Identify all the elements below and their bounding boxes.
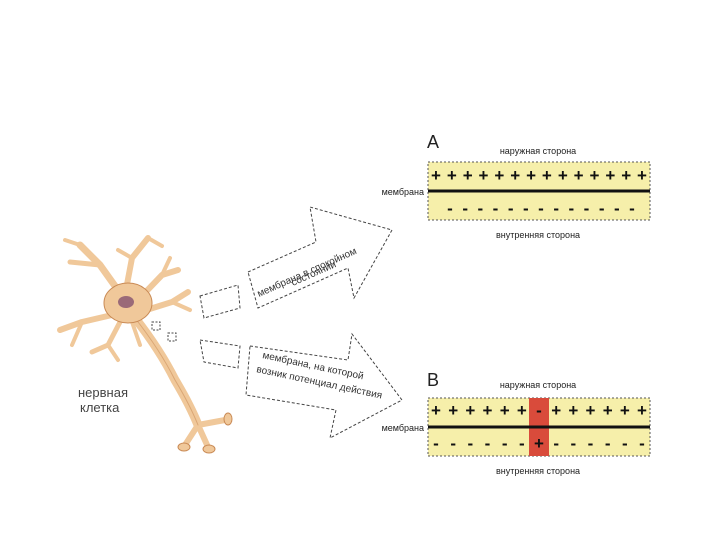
charge-sign: - <box>570 434 576 453</box>
panel-b-outer-charges: ++++++-++++++ <box>431 401 647 420</box>
panel-a-letter: A <box>427 132 439 152</box>
panel-b-letter: B <box>427 370 439 390</box>
charge-sign: + <box>574 166 584 185</box>
charge-sign: + <box>431 166 441 185</box>
charge-sign: + <box>605 166 615 185</box>
charge-sign: - <box>629 199 635 218</box>
panel-b-outer-label: наружная сторона <box>500 380 576 390</box>
charge-sign: + <box>542 166 552 185</box>
charge-sign: + <box>463 166 473 185</box>
charge-sign: + <box>465 401 475 420</box>
panel-a-inner-label: внутренняя сторона <box>496 230 580 240</box>
nucleus <box>118 296 134 308</box>
charge-sign: + <box>517 401 527 420</box>
charge-sign: - <box>605 434 611 453</box>
charge-sign: + <box>637 401 647 420</box>
panel-b-inner-charges: ------+------ <box>433 434 645 453</box>
charge-sign: - <box>568 199 574 218</box>
charge-sign: - <box>614 199 620 218</box>
charge-sign: + <box>558 166 568 185</box>
charge-sign: - <box>553 434 559 453</box>
charge-sign: - <box>519 434 525 453</box>
charge-sign: - <box>639 434 645 453</box>
charge-sign: + <box>620 401 630 420</box>
panel-a: A наружная сторона мембрана ++++++++++++… <box>382 132 651 240</box>
charge-sign: - <box>553 199 559 218</box>
charge-sign: + <box>479 166 489 185</box>
panel-b: B наружная сторона мембрана ++++++-+++++… <box>382 370 651 476</box>
panel-a-membrane-label: мембрана <box>382 187 424 197</box>
charge-sign: - <box>502 434 508 453</box>
panel-b-inner-label: внутренняя сторона <box>496 466 580 476</box>
charge-sign: + <box>637 166 647 185</box>
charge-sign: - <box>493 199 499 218</box>
panel-a-outer-charges: + + + + + + + + + + + + + + <box>431 166 647 185</box>
charge-sign: + <box>590 166 600 185</box>
charge-sign: - <box>508 199 514 218</box>
neuron-label-line2: клетка <box>80 400 120 415</box>
charge-sign: + <box>534 434 544 453</box>
panel-b-membrane-label: мембрана <box>382 423 424 433</box>
charge-sign: - <box>447 199 453 218</box>
nerve-cell <box>57 235 233 454</box>
charge-sign: + <box>568 401 578 420</box>
zoom-marks <box>151 321 177 342</box>
charge-sign: - <box>536 401 542 420</box>
charge-sign: + <box>526 166 536 185</box>
charge-sign: + <box>586 401 596 420</box>
charge-sign: + <box>494 166 504 185</box>
charge-sign: + <box>603 401 613 420</box>
charge-sign: - <box>622 434 628 453</box>
charge-sign: - <box>485 434 491 453</box>
arrow-to-panel-b: мембрана, на которой возник потенциал де… <box>199 332 403 439</box>
charge-sign: - <box>584 199 590 218</box>
charge-sign: + <box>448 401 458 420</box>
panel-a-inner-charges: ------------- <box>447 199 635 218</box>
charge-sign: - <box>450 434 456 453</box>
charge-sign: - <box>433 434 439 453</box>
charge-sign: + <box>621 166 631 185</box>
charge-sign: - <box>467 434 473 453</box>
charge-sign: + <box>510 166 520 185</box>
arrow-to-panel-a: мембрана в спокойном состоянии <box>199 206 393 319</box>
charge-sign: - <box>462 199 468 218</box>
neuron-label-line1: нервная <box>78 385 128 400</box>
panel-a-outer-label: наружная сторона <box>500 146 576 156</box>
charge-sign: - <box>477 199 483 218</box>
charge-sign: - <box>588 434 594 453</box>
charge-sign: + <box>431 401 441 420</box>
charge-sign: + <box>483 401 493 420</box>
charge-sign: - <box>599 199 605 218</box>
charge-sign: + <box>447 166 457 185</box>
charge-sign: - <box>538 199 544 218</box>
charge-sign: + <box>500 401 510 420</box>
charge-sign: + <box>551 401 561 420</box>
charge-sign: - <box>523 199 529 218</box>
